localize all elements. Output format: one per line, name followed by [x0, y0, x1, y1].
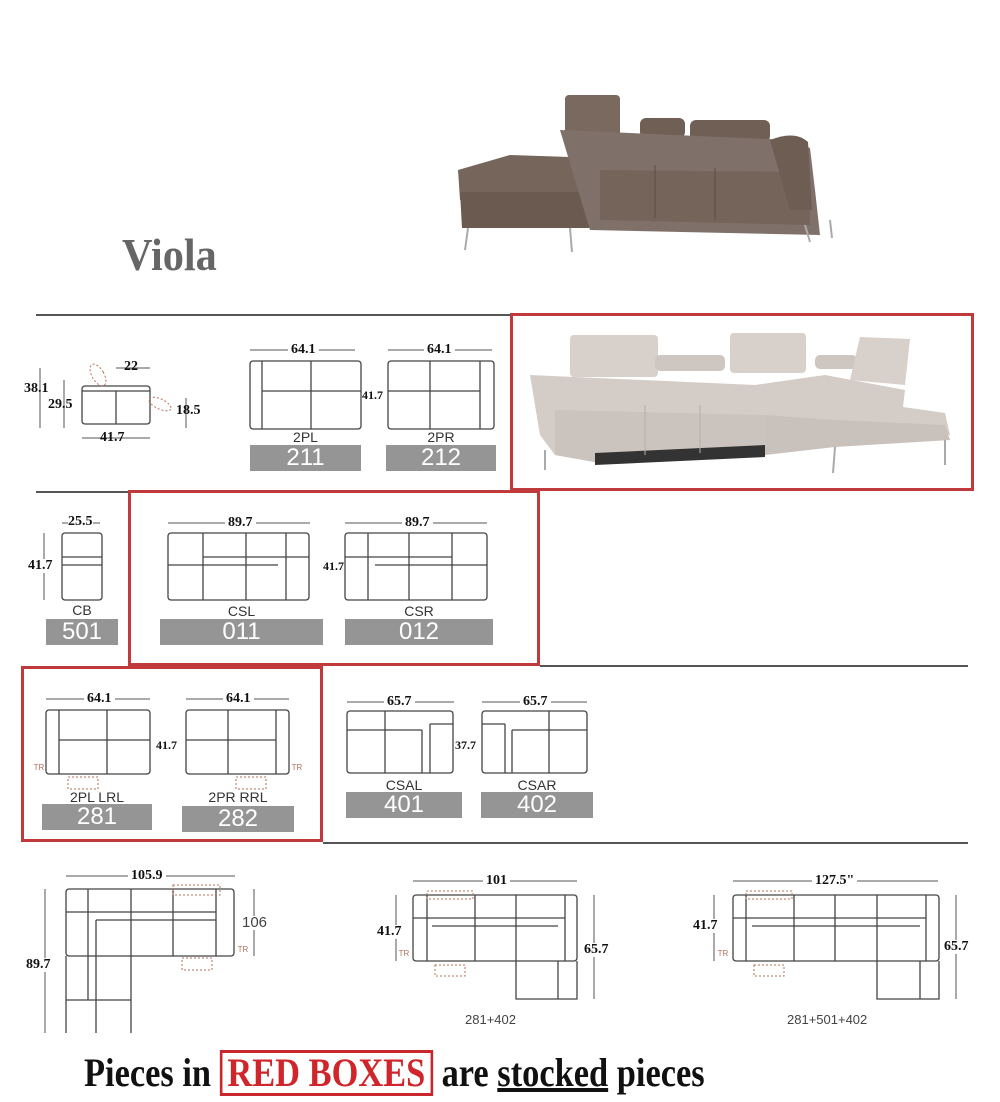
recline-extension-label: 18.5 [176, 403, 201, 418]
legend-suffix: pieces [608, 1050, 705, 1095]
piece-number: 211 [250, 445, 361, 471]
power-recliner-icon: TR [33, 763, 45, 772]
piece-number: 212 [386, 445, 496, 471]
legend-prefix: Pieces in [84, 1050, 220, 1095]
depth-left-label: 89.7 [26, 957, 51, 972]
piece-code: 2PR RRL [208, 789, 268, 805]
divider-1 [36, 314, 512, 316]
stocked-box-sectional-photo [510, 313, 974, 491]
depth-left-label: 41.7 [693, 918, 718, 933]
stocked-box-281-282 [21, 666, 323, 842]
power-recliner-icon: TR [717, 949, 729, 958]
legend-stocked: stocked [497, 1050, 609, 1095]
width-label: 64.1 [424, 343, 455, 357]
piece-code: 2PL LRL [70, 789, 124, 805]
product-title: Viola [122, 229, 217, 280]
depth-label: 41.7 [323, 559, 344, 573]
stocked-legend: Pieces in RED BOXES are stocked pieces [84, 1050, 705, 1096]
width-label: 64.1 [84, 692, 115, 706]
piece-code: CSR [404, 603, 434, 619]
piece-number: 402 [481, 792, 593, 818]
piece-number: 281 [42, 804, 152, 830]
width-label: 89.7 [225, 516, 256, 530]
width-label: 101 [483, 874, 510, 888]
headrest-tilt-label: 22 [124, 359, 138, 374]
piece-code: CSAL [385, 777, 423, 793]
sectional-config-image [530, 333, 950, 474]
piece-number: 501 [46, 619, 118, 645]
width-label: 127.5" [812, 874, 858, 888]
divider-3 [540, 665, 968, 667]
power-recliner-icon: TR [291, 763, 303, 772]
seat-height-label: 29.5 [48, 397, 73, 412]
width-label: 65.7 [520, 695, 551, 709]
piece-code: 2PR [427, 429, 455, 445]
piece-code: CB [72, 602, 92, 618]
depth-right-label: 65.7 [944, 939, 969, 954]
depth-left-label: 41.7 [377, 924, 402, 939]
piece-number: 282 [182, 806, 294, 832]
width-label: 65.7 [384, 695, 415, 709]
depth-label: 41.7 [362, 388, 383, 402]
config-label: 281+501+402 [787, 1012, 868, 1027]
power-recliner-icon: TR [398, 949, 410, 958]
depth-right-label: 106 [242, 914, 268, 931]
piece-number: 011 [160, 619, 323, 645]
depth-label: 41.7 [156, 738, 177, 752]
divider-2 [36, 491, 136, 493]
depth-label: 41.7 [28, 558, 53, 573]
width-label: 64.1 [288, 343, 319, 357]
hero-sofa-image [458, 95, 833, 253]
stocked-box-csl-csr [128, 490, 540, 666]
piece-code: CSAR [517, 777, 557, 793]
width-label: 89.7 [402, 516, 433, 530]
width-label: 25.5 [68, 514, 93, 529]
depth-label: 37.7 [455, 738, 476, 752]
power-recliner-icon: TR [237, 945, 249, 954]
piece-number: 401 [346, 792, 462, 818]
depth-right-label: 65.7 [584, 942, 609, 957]
depth-label: 41.7 [100, 430, 125, 445]
overall-height-label: 38.1 [24, 381, 49, 396]
piece-code: CSL [227, 603, 256, 619]
divider-4 [323, 842, 968, 844]
width-label: 105.9 [128, 869, 166, 883]
piece-code: 2PL [293, 429, 318, 445]
width-label: 64.1 [223, 692, 254, 706]
piece-number: 012 [345, 619, 493, 645]
legend-red-boxes: RED BOXES [219, 1050, 433, 1096]
config-label: 281+402 [465, 1012, 516, 1027]
legend-middle: are [432, 1050, 498, 1095]
